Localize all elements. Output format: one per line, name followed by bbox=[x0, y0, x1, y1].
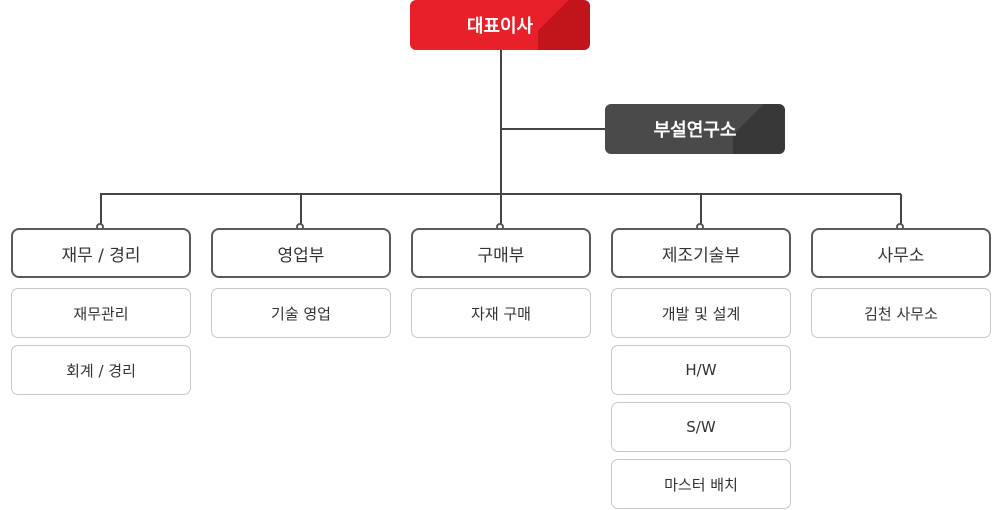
lab-node-shade bbox=[733, 104, 785, 154]
sub-unit: 자재 구매 bbox=[411, 288, 591, 338]
dept-sales: 영업부 bbox=[211, 228, 391, 278]
sub-unit-label: 마스터 배치 bbox=[664, 475, 738, 494]
sub-unit: 마스터 배치 bbox=[611, 459, 791, 509]
sub-unit-label: 자재 구매 bbox=[471, 304, 531, 323]
ceo-label: 대표이사 bbox=[466, 16, 534, 37]
sub-unit: 재무관리 bbox=[11, 288, 191, 338]
sub-unit: S/W bbox=[611, 402, 791, 452]
sub-unit-label: 개발 및 설계 bbox=[661, 304, 741, 323]
dept-label: 사무소 bbox=[877, 245, 925, 266]
sub-unit: H/W bbox=[611, 345, 791, 395]
dept-label: 제조기술부 bbox=[661, 245, 741, 266]
dept-office: 사무소 bbox=[811, 228, 991, 278]
sub-unit: 김천 사무소 bbox=[811, 288, 991, 338]
sub-unit-label: 회계 / 경리 bbox=[66, 361, 136, 380]
sub-unit-label: 김천 사무소 bbox=[864, 304, 938, 323]
sub-unit: 회계 / 경리 bbox=[11, 345, 191, 395]
dept-label: 영업부 bbox=[277, 245, 325, 266]
dept-finance: 재무 / 경리 bbox=[11, 228, 191, 278]
dept-manufacturing: 제조기술부 bbox=[611, 228, 791, 278]
lab-label: 부설연구소 bbox=[653, 120, 737, 141]
dept-purchasing: 구매부 bbox=[411, 228, 591, 278]
lab-node: 부설연구소 bbox=[605, 104, 785, 154]
sub-unit: 기술 영업 bbox=[211, 288, 391, 338]
sub-unit-label: 재무관리 bbox=[73, 304, 129, 323]
dept-label: 재무 / 경리 bbox=[61, 245, 141, 266]
sub-unit-label: H/W bbox=[685, 361, 717, 379]
sub-unit-label: S/W bbox=[686, 418, 716, 436]
sub-unit: 개발 및 설계 bbox=[611, 288, 791, 338]
ceo-node: 대표이사 bbox=[410, 0, 590, 50]
ceo-node-shade bbox=[538, 0, 590, 50]
sub-unit-label: 기술 영업 bbox=[271, 304, 331, 323]
dept-label: 구매부 bbox=[477, 245, 525, 266]
